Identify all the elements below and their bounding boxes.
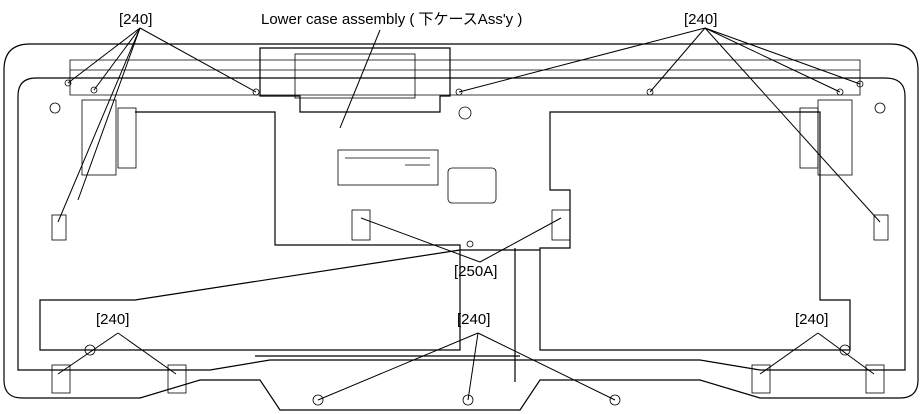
top-center-recess [294, 53, 416, 99]
screw-holes [49, 79, 886, 406]
tabs [51, 209, 889, 394]
label-240-top-right: [240] [684, 11, 718, 28]
left-pocket [39, 111, 851, 351]
label-240-bottom-right: [240] [795, 311, 829, 328]
leader-lines [57, 27, 881, 401]
right-side-column [817, 99, 853, 176]
label-240-top-left: [240] [119, 11, 153, 28]
right-side-column-inner [799, 107, 819, 169]
label-240-bottom-center: [240] [457, 311, 491, 328]
left-side-column-inner [117, 107, 137, 169]
left-side-column [81, 99, 117, 176]
label-250a-center: [250A] [454, 263, 498, 280]
rear-strip [69, 59, 861, 96]
label-240-bottom-left: [240] [96, 311, 130, 328]
title-lower-case-assembly: Lower case assembly ( 下ケースAss'y ) [261, 11, 523, 28]
small-window [447, 167, 497, 204]
inner-case-outline [17, 77, 906, 371]
name-plate [337, 149, 439, 186]
top-center-block [259, 47, 451, 113]
outer-case-outline [3, 43, 919, 411]
